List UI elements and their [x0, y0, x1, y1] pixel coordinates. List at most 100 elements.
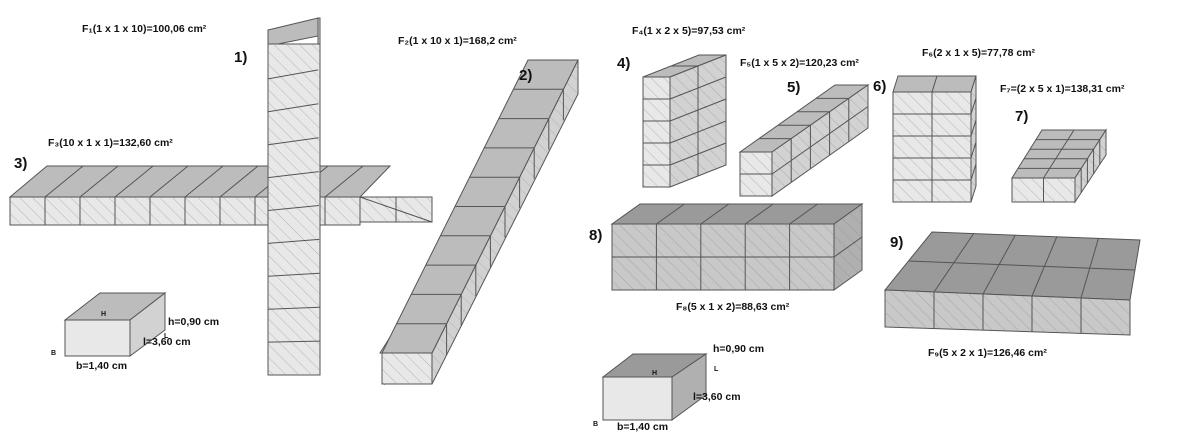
brick-B-label: B — [51, 350, 56, 357]
label-1: 1) — [234, 49, 247, 66]
stack-3-top-gridline — [149, 165, 189, 198]
stack-6-side-gridline — [970, 97, 977, 115]
stack-3-top — [8, 165, 392, 198]
stack-6-side-gridline — [970, 163, 977, 181]
brick-H-label: H — [101, 311, 106, 318]
formula-f9: F₉(5 x 2 x 1)=126,46 cm² — [928, 347, 1047, 359]
stack-7-side — [1074, 128, 1107, 204]
brick-width-label: b=1,40 cm — [76, 360, 127, 372]
stack-2-end-hatch — [382, 353, 432, 384]
stack-8-top-gridline — [744, 203, 774, 225]
stack-8-side-gridline — [833, 236, 863, 258]
stack-6 — [892, 75, 977, 203]
stack-8-top-gridline — [656, 203, 685, 225]
stack-1-front-hatch — [268, 44, 320, 375]
stack-9-top-gridline — [908, 260, 1136, 271]
brick-L-label-2: L — [714, 366, 719, 373]
label-9: 9) — [890, 234, 903, 251]
stack-1-front-gridline — [267, 238, 320, 244]
label-5: 5) — [787, 79, 800, 96]
stack-7-top-gridline — [1043, 129, 1075, 179]
stack-6-front — [892, 91, 972, 203]
stack-5-side — [771, 84, 869, 197]
stack-3-top-gridline — [44, 165, 84, 198]
formula-f3: F₃(10 x 1 x 1)=132,60 cm² — [48, 137, 173, 149]
stack-4-front-hatch — [643, 77, 670, 187]
stack-5-side-gridline — [771, 106, 869, 175]
stack-3-top-gridline — [114, 165, 154, 198]
stack-7-front — [1011, 177, 1076, 203]
label-2: 2) — [519, 67, 532, 84]
stack-6-side — [970, 75, 977, 203]
brick-illustration-2 — [601, 353, 708, 421]
stack-6-top-gridline — [931, 75, 938, 93]
label-6: 6) — [873, 78, 886, 95]
stack-7-side-hatch — [1075, 130, 1106, 202]
stack-4-side-gridline — [669, 76, 727, 100]
brick-1-front — [64, 319, 131, 357]
formula-f1: F₁(1 x 1 x 10)=100,06 cm² — [82, 23, 207, 35]
stack-1-front-gridline — [267, 272, 320, 277]
brick-length-label-2: l=3,60 cm — [693, 391, 741, 403]
stack-9-top — [883, 231, 1141, 301]
formula-f5: F₅(1 x 5 x 2)=120,23 cm² — [740, 57, 859, 69]
stack-1-front-gridline — [267, 137, 319, 146]
formula-f6: F₆(2 x 1 x 5)=77,78 cm² — [922, 47, 1036, 59]
stack-6-side-hatch — [971, 76, 976, 202]
stack-1-top — [267, 17, 319, 47]
stack-1-front-gridline — [267, 205, 320, 211]
stack-4-side-gridline — [669, 120, 727, 144]
stack-2 — [379, 59, 579, 386]
stack-4 — [642, 54, 727, 188]
stack-5-front — [739, 151, 773, 197]
stack-8-top-fill — [610, 203, 864, 225]
figure-1: F₁(1 x 1 x 10)=100,06 cm² F₂(1 x 10 x 1)… — [8, 17, 579, 386]
stack-3-top-gridline — [324, 165, 364, 198]
formula-f4: F₄(1 x 2 x 5)=97,53 cm² — [632, 25, 746, 37]
figure-1-shapes — [8, 17, 579, 386]
stack-1-front-gridline — [267, 69, 319, 80]
stack-8 — [610, 203, 864, 291]
brick-L-label: L — [164, 333, 169, 340]
brick-B-label-2: B — [593, 421, 598, 428]
formula-f2: F₂(1 x 10 x 1)=168,2 cm² — [398, 35, 517, 47]
stack-3-end-outline — [359, 196, 433, 223]
stack-9 — [883, 231, 1141, 336]
stack-1 — [267, 17, 321, 376]
figure-2-shapes — [601, 54, 1141, 421]
stack-4-front — [642, 76, 671, 188]
stack-9-front-hatch — [885, 290, 1130, 335]
label-8: 8) — [589, 227, 602, 244]
stack-6-side-gridline — [970, 141, 977, 159]
brick-height-label: h=0,90 cm — [168, 316, 219, 328]
stack-5 — [738, 84, 870, 197]
figure-2: F₄(1 x 2 x 5)=97,53 cm² F₅(1 x 5 x 2)=12… — [589, 25, 1141, 433]
stack-6-side-gridline — [970, 119, 977, 137]
stack-1-front-gridline — [267, 340, 320, 343]
stack-1-front-gridline — [267, 306, 320, 310]
stack-8-top-gridline — [789, 203, 818, 225]
stack-4-side-gridline — [669, 98, 727, 122]
formula-f7: F₇=(2 x 5 x 1)=138,31 cm² — [1000, 83, 1125, 95]
stack-4-side-gridline — [669, 142, 727, 166]
stack-3-top-gridline — [184, 165, 224, 198]
stack-9-front — [884, 289, 1131, 336]
stack-8-top-gridline — [700, 203, 730, 225]
label-4: 4) — [617, 55, 630, 72]
brick-H-label-2: H — [652, 370, 657, 377]
brick-length-label: l=3,60 cm — [143, 336, 191, 348]
stack-3-top-gridline — [79, 165, 119, 198]
brick-illustration-1 — [63, 291, 167, 357]
stack-9-top-fill — [883, 231, 1141, 301]
stack-7 — [1011, 128, 1107, 204]
brick-2-front — [602, 376, 673, 421]
stack-8-front — [611, 223, 835, 291]
label-3: 3) — [14, 155, 27, 172]
stack-3-top-gridline — [219, 165, 259, 198]
stack-1-top-fill — [267, 17, 319, 47]
label-7: 7) — [1015, 108, 1028, 125]
formula-f8: F₈(5 x 1 x 2)=88,63 cm² — [676, 301, 790, 313]
stack-1-front-gridline — [267, 171, 319, 179]
stack-8-top — [610, 203, 864, 225]
